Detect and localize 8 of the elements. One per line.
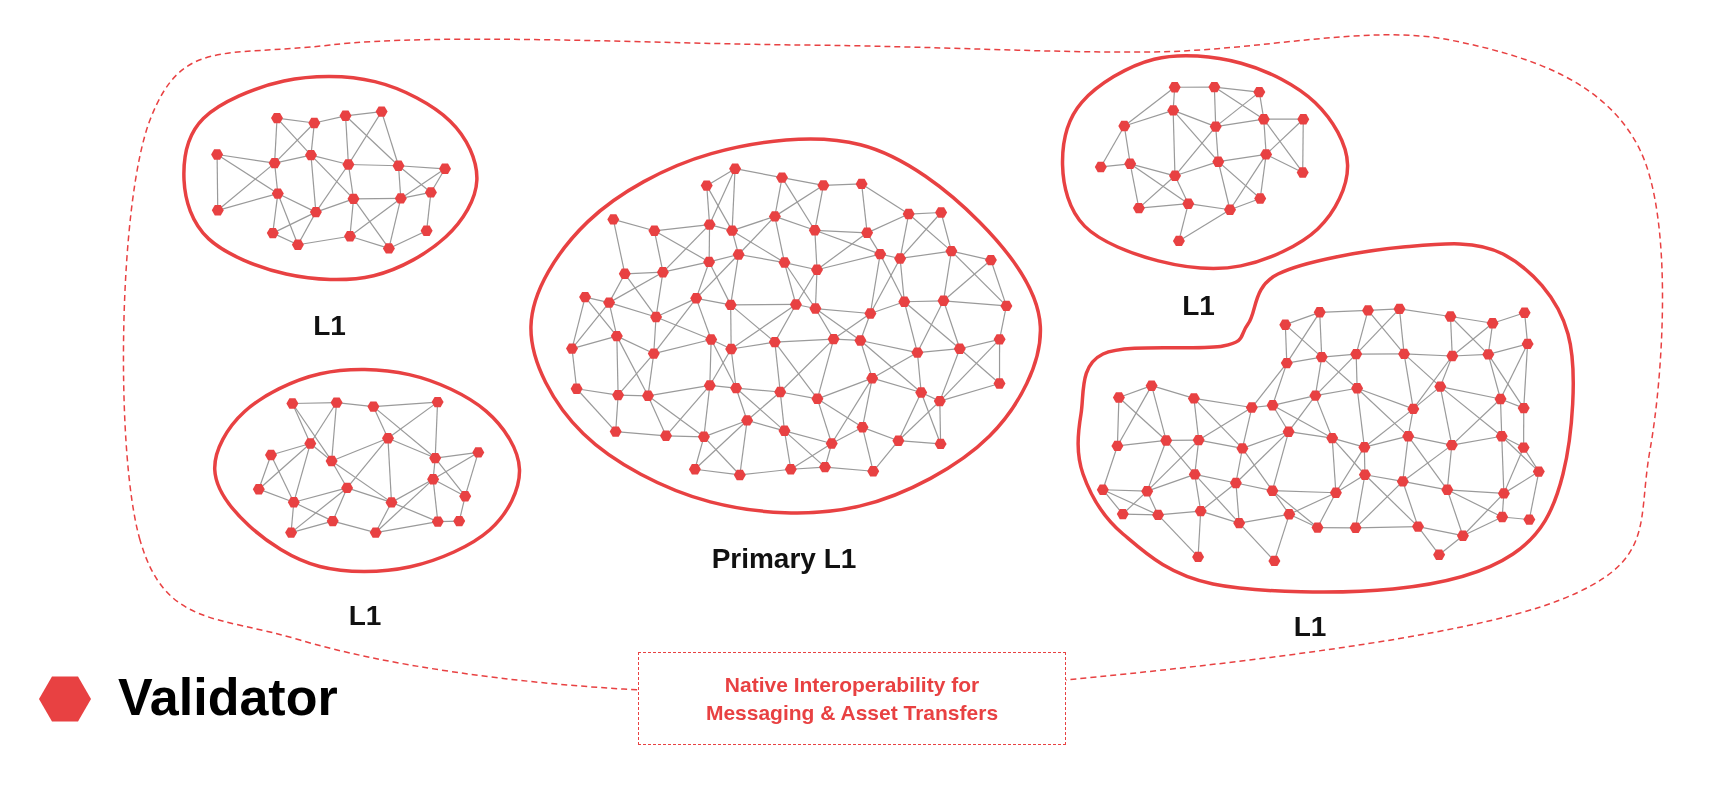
- network-label: L1: [1292, 611, 1328, 643]
- note-frame: [638, 652, 1066, 745]
- network-label: Primary L1: [710, 543, 858, 575]
- network-label: L1: [347, 600, 383, 632]
- interoperability-note: Native Interoperability for Messaging & Asset Transfers: [704, 672, 1000, 726]
- network-label: L1: [312, 310, 347, 342]
- legend-label: Validator: [118, 667, 338, 727]
- network-label: L1: [1181, 290, 1216, 322]
